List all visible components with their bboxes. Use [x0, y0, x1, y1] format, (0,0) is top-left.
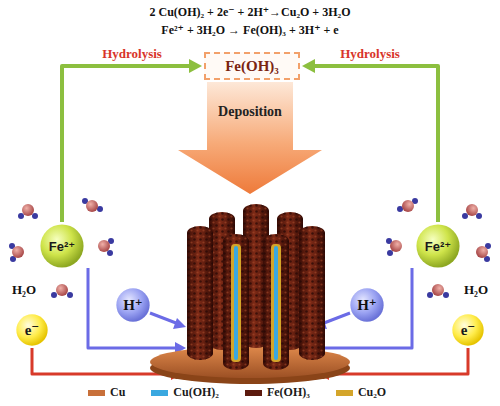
- proton-sphere: H⁺: [116, 288, 150, 322]
- side-illustration: [9, 198, 186, 380]
- node-text: e⁻: [461, 321, 476, 339]
- hydrolysis-arrow: [62, 59, 202, 222]
- node-text: H⁺: [357, 296, 377, 314]
- connector-line: [62, 66, 192, 222]
- legend-text: Cu₂O: [358, 385, 386, 400]
- hydrolysis-arrow: [302, 59, 438, 222]
- legend-item: Cu(OH)₂: [151, 385, 219, 400]
- legend-item: Cu₂O: [336, 385, 386, 400]
- legend-item: Cu: [88, 385, 125, 400]
- sphere-fill: [350, 288, 383, 321]
- node-text: Fe(OH)₃: [225, 58, 279, 75]
- reaction-equation: 2 Cu(OH)₂ + 2e⁻ + 2H⁺→Cu₂O + 3H₂O: [150, 5, 351, 20]
- deposition-label: Deposition: [218, 104, 282, 120]
- reaction-equation: Fe²⁺ + 3H₂O → Fe(OH)₃ + 3H⁺ + e: [161, 23, 338, 38]
- deposition-arrow: [178, 82, 322, 194]
- legend-swatch: [88, 390, 105, 396]
- ion-sphere: Fe²⁺: [416, 224, 460, 268]
- node-text: e⁻: [25, 321, 40, 339]
- node-text: Fe²⁺: [425, 239, 451, 254]
- sphere-fill: [452, 314, 483, 345]
- legend-swatch: [151, 390, 168, 396]
- electron-sphere: e⁻: [452, 314, 484, 346]
- proton-sphere: H⁺: [350, 288, 384, 322]
- sphere-fill: [16, 314, 47, 345]
- legend: Cu Cu(OH)₂ Fe(OH)₃ Cu₂O: [88, 385, 386, 400]
- water-label: H₂O: [12, 282, 36, 298]
- legend-text: Fe(OH)₃: [267, 385, 310, 400]
- sphere-fill: [416, 224, 459, 267]
- node-text: H⁺: [123, 296, 143, 314]
- legend-text: Cu(OH)₂: [173, 385, 219, 400]
- arrow-head: [189, 59, 202, 73]
- water-label: H₂O: [464, 282, 488, 298]
- connector-line: [312, 66, 438, 222]
- nanorod-array: [187, 204, 325, 370]
- sphere-fill: [40, 224, 83, 267]
- arrow-head: [302, 59, 315, 73]
- edge-label: Hydrolysis: [102, 46, 162, 62]
- sphere-fill: [116, 288, 149, 321]
- legend-swatch: [245, 390, 262, 396]
- node-text: Fe²⁺: [49, 239, 75, 254]
- edge-label: Hydrolysis: [340, 46, 400, 62]
- compound-box: Fe(OH)₃: [204, 52, 300, 80]
- electron-sphere: e⁻: [16, 314, 48, 346]
- legend-swatch: [336, 390, 353, 396]
- ion-sphere: Fe²⁺: [40, 224, 84, 268]
- legend-item: Fe(OH)₃: [245, 385, 310, 400]
- legend-text: Cu: [110, 385, 125, 400]
